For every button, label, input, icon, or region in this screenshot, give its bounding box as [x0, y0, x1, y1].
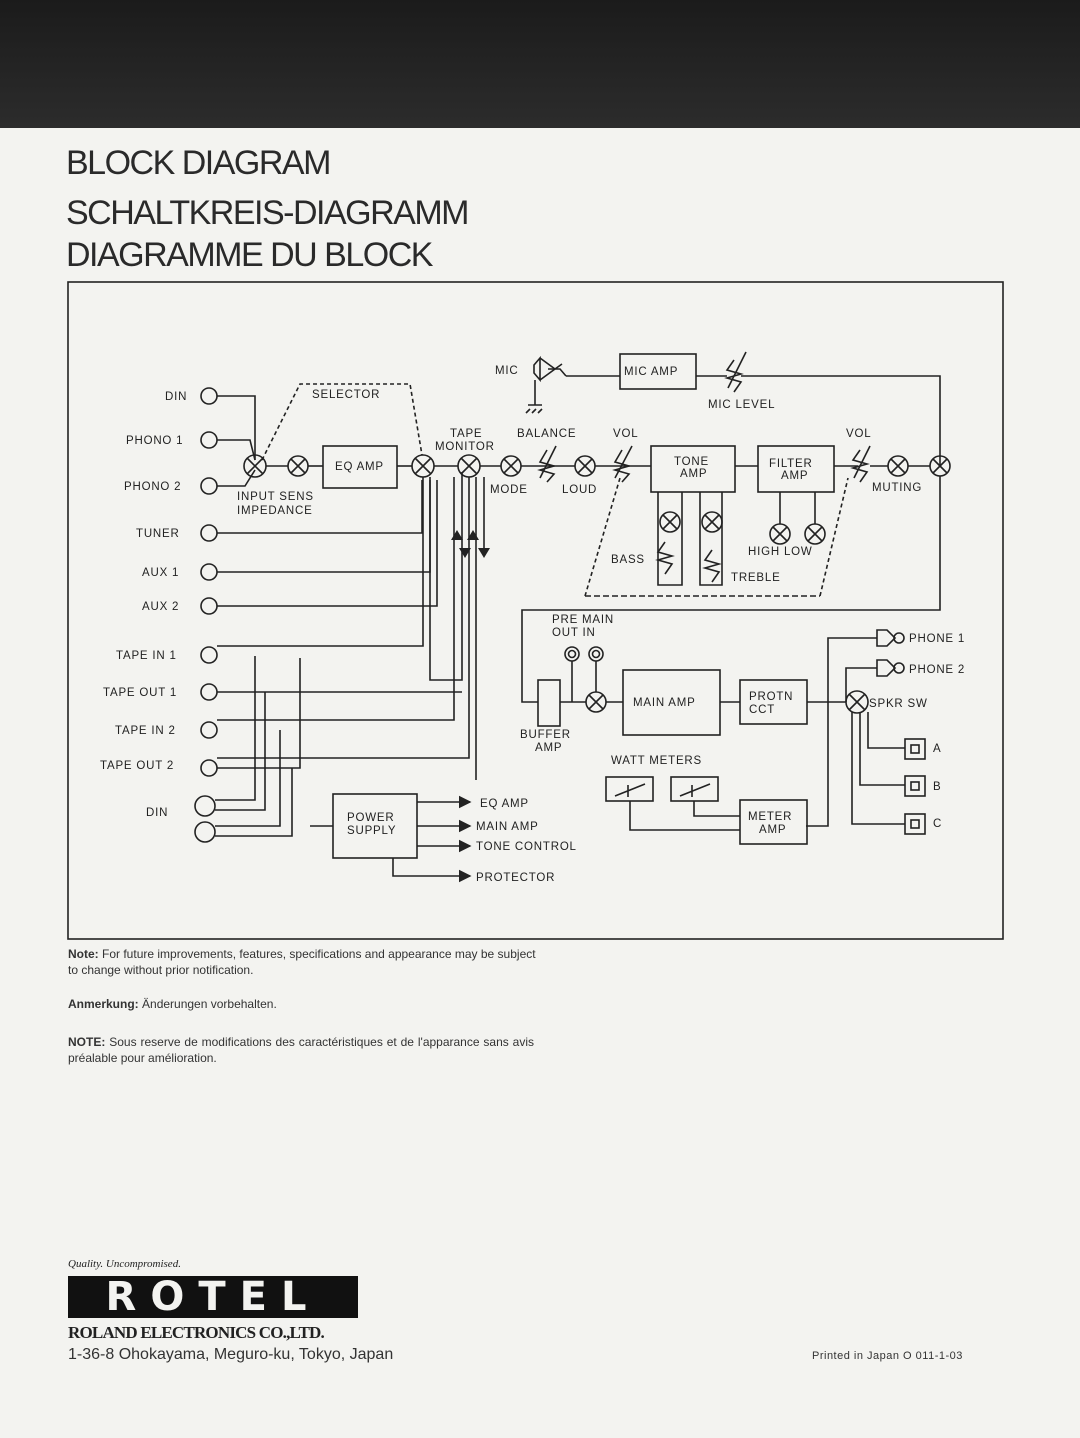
note-french: NOTE: Sous reserve de modifications des …	[68, 1034, 534, 1066]
label-aux1: AUX 1	[142, 567, 179, 579]
label-eq-amp: EQ AMP	[335, 461, 384, 473]
label-tape-in1: TAPE IN 1	[116, 650, 177, 662]
label-phono1: PHONO 1	[126, 435, 183, 447]
label-tone-amp-1: TONE	[674, 456, 709, 468]
label-din-bottom: DIN	[146, 807, 168, 819]
label-muting: MUTING	[872, 482, 922, 494]
label-ps-protector: PROTECTOR	[476, 872, 555, 884]
diagram-frame	[67, 281, 1004, 940]
label-loud: LOUD	[562, 484, 597, 496]
label-bass: BASS	[611, 554, 645, 566]
label-main-amp: MAIN AMP	[633, 697, 696, 709]
label-protn: PROTN	[749, 691, 793, 703]
note-french-text: Sous reserve de modifications des caract…	[68, 1035, 534, 1065]
rotel-logo: ROTEL	[68, 1276, 358, 1318]
label-tape-in2: TAPE IN 2	[115, 725, 176, 737]
label-phone1: PHONE 1	[909, 633, 965, 645]
label-power-2: SUPPLY	[347, 825, 396, 837]
title-english: BLOCK DIAGRAM	[66, 144, 331, 182]
label-tape: TAPE	[450, 428, 482, 440]
label-spkr-sw: SPKR SW	[869, 698, 928, 710]
label-spk-a: A	[933, 743, 941, 755]
label-filter-amp-2: AMP	[781, 470, 808, 482]
title-french: DIAGRAMME DU BLOCK	[66, 236, 433, 274]
label-power-1: POWER	[347, 812, 394, 824]
label-phone2: PHONE 2	[909, 664, 965, 676]
label-out-in: OUT IN	[552, 627, 596, 639]
company-name: ROLAND ELECTRONICS CO.,LTD.	[68, 1323, 325, 1342]
label-ps-tone-control: TONE CONTROL	[476, 841, 577, 853]
label-mic: MIC	[495, 365, 518, 377]
label-filter-amp-1: FILTER	[769, 458, 813, 470]
dark-top-band	[0, 0, 1080, 128]
label-mic-amp: MIC AMP	[624, 366, 678, 378]
label-ps-eq-amp: EQ AMP	[480, 798, 529, 810]
printed-in: Printed in Japan O 011-1-03	[812, 1350, 963, 1362]
note-english: Note: For future improvements, features,…	[68, 946, 538, 978]
title-german: SCHALTKREIS-DIAGRAMM	[66, 194, 469, 232]
tagline: Quality. Uncompromised.	[68, 1258, 181, 1270]
label-input-sens: INPUT SENS	[237, 491, 314, 503]
label-tuner: TUNER	[136, 528, 180, 540]
note-english-label: Note:	[68, 947, 99, 961]
label-spk-b: B	[933, 781, 941, 793]
label-selector: SELECTOR	[312, 389, 380, 401]
label-tape-out2: TAPE OUT 2	[100, 760, 174, 772]
note-german-text: Änderungen vorbehalten.	[142, 997, 277, 1011]
label-vol2: VOL	[846, 428, 871, 440]
label-mode: MODE	[490, 484, 528, 496]
label-vol: VOL	[613, 428, 638, 440]
label-watt-meters: WATT METERS	[611, 755, 702, 767]
label-buffer-amp: AMP	[535, 742, 562, 754]
label-meter-2: AMP	[759, 824, 786, 836]
label-mic-level: MIC LEVEL	[708, 399, 775, 411]
label-tape-out1: TAPE OUT 1	[103, 687, 177, 699]
label-pre-main: PRE MAIN	[552, 614, 614, 626]
label-din-top: DIN	[165, 391, 187, 403]
label-monitor: MONITOR	[435, 441, 495, 453]
label-aux2: AUX 2	[142, 601, 179, 613]
label-meter-1: METER	[748, 811, 792, 823]
note-german-label: Anmerkung:	[68, 997, 139, 1011]
label-buffer: BUFFER	[520, 729, 571, 741]
note-german: Anmerkung: Änderungen vorbehalten.	[68, 996, 277, 1012]
label-ps-main-amp: MAIN AMP	[476, 821, 539, 833]
label-treble: TREBLE	[731, 572, 781, 584]
label-impedance: IMPEDANCE	[237, 505, 313, 517]
label-spk-c: C	[933, 818, 942, 830]
note-english-text: For future improvements, features, speci…	[68, 947, 536, 977]
label-phono2: PHONO 2	[124, 481, 181, 493]
label-balance: BALANCE	[517, 428, 576, 440]
note-french-label: NOTE:	[68, 1035, 106, 1049]
label-cct: CCT	[749, 704, 775, 716]
input-jacks	[194, 387, 218, 843]
label-high-low: HIGH LOW	[748, 546, 813, 558]
label-tone-amp-2: AMP	[680, 468, 707, 480]
diagram-labels: DIN PHONO 1 PHONO 2 TUNER AUX 1 AUX 2 TA…	[100, 365, 965, 884]
company-address: 1-36-8 Ohokayama, Meguro-ku, Tokyo, Japa…	[68, 1346, 394, 1363]
